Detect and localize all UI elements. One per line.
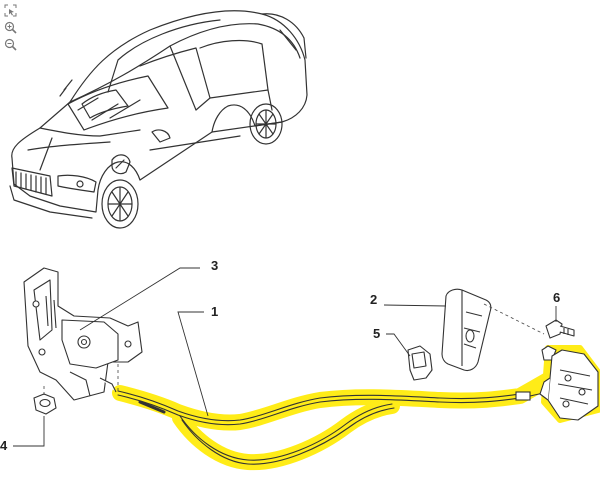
callout-6[interactable]: 6 bbox=[553, 290, 560, 305]
release-lever-handle bbox=[539, 345, 599, 421]
hood-latch-assembly bbox=[23, 267, 143, 401]
hood-stop-block bbox=[441, 288, 492, 372]
release-cable bbox=[117, 390, 549, 465]
zoom-out-icon[interactable] bbox=[4, 38, 17, 51]
callout-1[interactable]: 1 bbox=[211, 304, 218, 319]
car-overview-illustration bbox=[9, 10, 308, 229]
select-region-icon[interactable] bbox=[4, 4, 17, 17]
nut bbox=[33, 393, 57, 415]
zoom-in-icon[interactable] bbox=[4, 21, 17, 34]
callout-5[interactable]: 5 bbox=[373, 326, 380, 341]
callout-4[interactable]: 4 bbox=[0, 438, 8, 453]
cable-highlight bbox=[112, 345, 600, 471]
callout-2[interactable]: 2 bbox=[370, 292, 377, 307]
screw bbox=[545, 319, 575, 339]
callout-leaders bbox=[13, 267, 557, 447]
assembly-guide-lines bbox=[43, 303, 545, 398]
callout-3[interactable]: 3 bbox=[211, 258, 218, 273]
cable-clip bbox=[407, 345, 433, 381]
